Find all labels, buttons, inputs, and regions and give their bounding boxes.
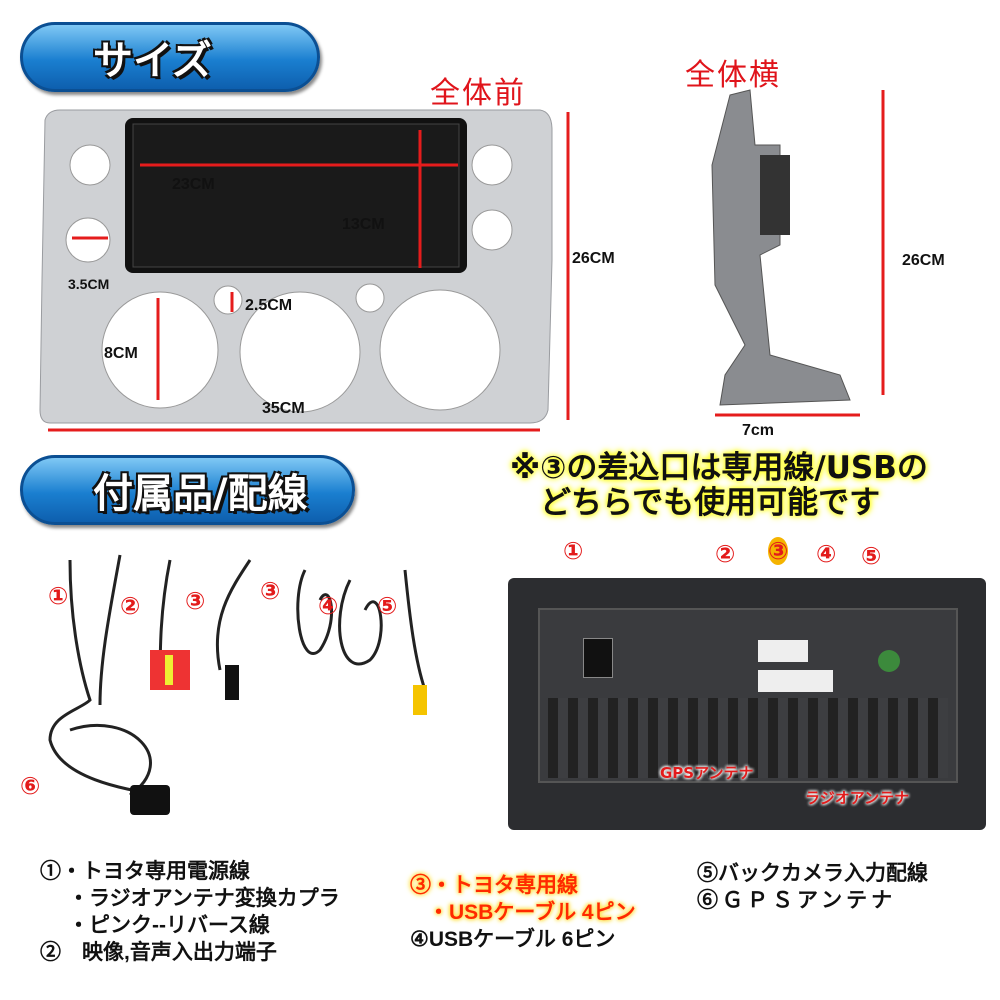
legend-item: ④USBケーブル 6ピン	[410, 928, 616, 951]
size-banner: サイズ	[20, 22, 320, 92]
accessory-label-3b: ③	[260, 577, 281, 605]
accessory-label-5: ⑤	[377, 592, 398, 620]
legend-col2: ③・トヨタ専用線 ・USBケーブル 4ピン ④USBケーブル 6ピン	[410, 872, 636, 953]
side-view-title: 全体横	[685, 58, 781, 93]
legend-item-highlight: ・USBケーブル 4ピン	[428, 901, 636, 924]
unit-back-image	[508, 578, 986, 830]
port-label-3: ③	[768, 537, 789, 565]
port-label-4: ④	[816, 540, 837, 568]
dim-vent: 3.5CM	[68, 276, 110, 292]
radio-antenna-label: ラジオアンテナ	[805, 789, 910, 807]
legend-item-highlight: ③・トヨタ専用線	[410, 874, 578, 897]
legend-item: ⑥ＧＰＳアンテナ	[697, 889, 897, 912]
dim-screen-width: 23CM	[172, 176, 215, 193]
accessories-banner: 付属品/配線	[20, 455, 355, 525]
port-label-2: ②	[715, 540, 736, 568]
note-line-2: どちらでも使用可能です	[540, 485, 881, 521]
legend-item: ・ラジオアンテナ変換カプラ	[68, 887, 340, 910]
accessory-label-1: ①	[48, 582, 69, 610]
dim-knob: 2.5CM	[245, 297, 293, 314]
accessory-label-6: ⑥	[20, 772, 41, 800]
side-panel-image	[711, 89, 885, 417]
dim-total-width: 35CM	[262, 400, 305, 417]
gps-antenna-label: GPSアンテナ	[660, 764, 754, 782]
front-view-title: 全体前	[430, 76, 526, 111]
legend-item: ①・トヨタ専用電源線	[40, 860, 250, 883]
size-banner-text: サイズ	[93, 38, 212, 84]
accessories-banner-text: 付属品/配線	[93, 471, 308, 517]
note-line-1: ※③の差込口は専用線/USBの	[510, 450, 928, 486]
side-dim-height: 26CM	[902, 252, 945, 269]
legend-item: ・ピンク--リバース線	[68, 914, 270, 937]
front-panel-image	[39, 109, 570, 432]
legend-col3: ⑤バックカメラ入力配線 ⑥ＧＰＳアンテナ	[697, 860, 928, 914]
port-label-5: ⑤	[861, 542, 882, 570]
dim-dial: 8CM	[104, 345, 138, 362]
accessories-image	[48, 554, 427, 815]
accessory-label-4: ④	[318, 592, 339, 620]
dim-total-height: 26CM	[572, 250, 615, 267]
accessory-label-2: ②	[120, 592, 141, 620]
port-label-1: ①	[563, 537, 584, 565]
legend-item: ② 映像,音声入出力端子	[40, 941, 277, 964]
dim-screen-height: 13CM	[342, 216, 385, 233]
legend-item: ⑤バックカメラ入力配線	[697, 862, 928, 885]
side-dim-depth: 7cm	[742, 422, 775, 439]
accessory-label-3a: ③	[185, 587, 206, 615]
legend-col1: ①・トヨタ専用電源線 ・ラジオアンテナ変換カプラ ・ピンク--リバース線 ② 映…	[40, 858, 340, 966]
